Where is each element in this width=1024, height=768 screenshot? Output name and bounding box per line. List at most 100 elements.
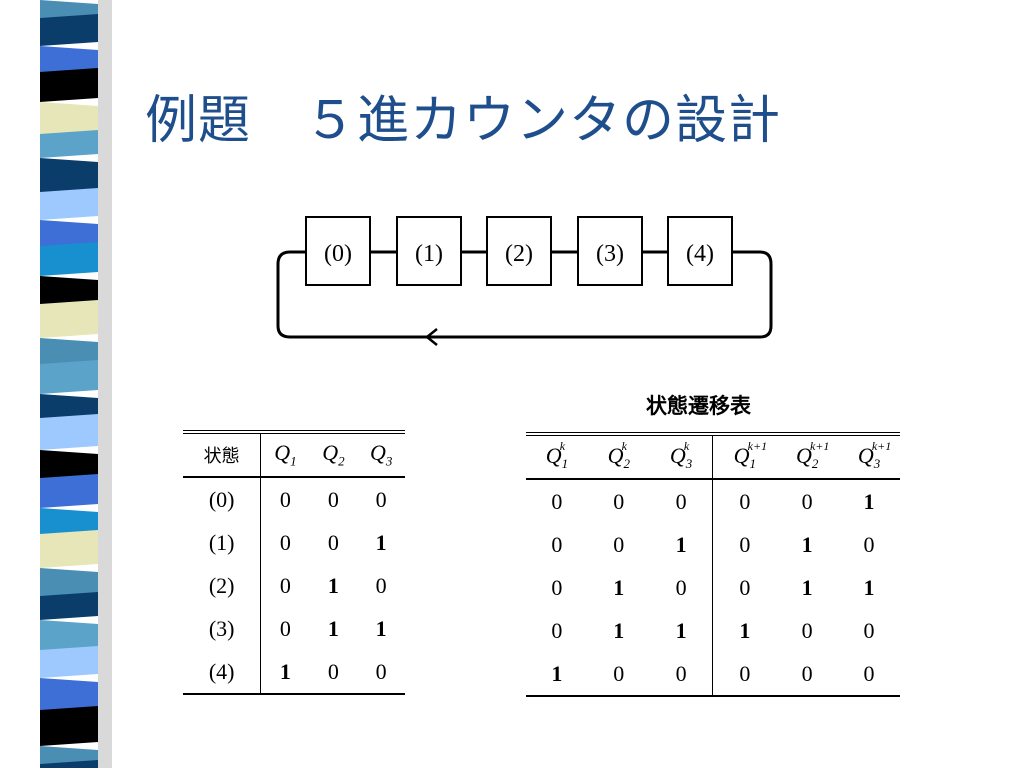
state-box-2: (2) bbox=[486, 216, 552, 286]
svg-text:(2): (2) bbox=[505, 241, 533, 267]
table-cell: 1 bbox=[613, 617, 625, 643]
stripe-segment bbox=[40, 276, 98, 308]
cell-q3: 0 bbox=[375, 572, 387, 598]
table-cell: 0 bbox=[739, 531, 751, 557]
stripe-segment bbox=[40, 338, 98, 368]
decorative-stripe-bar bbox=[40, 0, 112, 768]
table-cell: 1 bbox=[551, 660, 563, 686]
cell-q1: 0 bbox=[279, 615, 291, 641]
stripe-segment bbox=[40, 300, 98, 338]
cell-state: (3) bbox=[183, 607, 262, 650]
svg-text:(0): (0) bbox=[324, 241, 352, 267]
cell-q2: 1 bbox=[327, 572, 339, 598]
state-box-4: (4) bbox=[667, 216, 733, 286]
stripe-segment bbox=[40, 188, 98, 220]
table-cell: 0 bbox=[863, 617, 875, 643]
stripe-segment bbox=[40, 508, 98, 538]
svg-text:(3): (3) bbox=[596, 241, 624, 267]
table-cell: 1 bbox=[649, 609, 714, 652]
table-cell: 1 bbox=[863, 574, 875, 600]
table-cell: 1 bbox=[801, 531, 813, 557]
table-cell: 0 bbox=[863, 531, 875, 557]
stripe-segment bbox=[40, 102, 98, 138]
transition-table-caption: 状態遷移表 bbox=[646, 394, 751, 418]
stripe-shadow bbox=[98, 0, 112, 768]
table-header-row: 状態 Q1 Q2 Q3 bbox=[183, 432, 405, 477]
stripe-segment bbox=[40, 220, 98, 250]
stripe-segment bbox=[40, 130, 98, 158]
cell-q3: 1 bbox=[375, 615, 387, 641]
stripe-segment bbox=[40, 646, 98, 678]
table-cell: 0 bbox=[551, 617, 563, 643]
stripe-segment bbox=[40, 360, 98, 394]
cell-state: (1) bbox=[183, 521, 262, 564]
header-q3: Q3 bbox=[369, 440, 393, 469]
cell-q3: 1 bbox=[375, 529, 387, 555]
header-state: 状態 bbox=[183, 432, 262, 477]
stripe-segment bbox=[40, 158, 98, 196]
cell-state: (4) bbox=[183, 650, 262, 694]
slide-title: 例題 ５進カウンタの設計 bbox=[145, 91, 782, 151]
feedback-loop-line bbox=[276, 250, 773, 339]
table-row: (1) 0 0 1 bbox=[183, 521, 405, 564]
cell-q1: 0 bbox=[279, 572, 291, 598]
svg-text:(4): (4) bbox=[686, 241, 714, 267]
state-box-1: (1) bbox=[396, 216, 462, 286]
stripe-segment bbox=[40, 620, 98, 654]
table-cell: 0 bbox=[551, 574, 563, 600]
table-cell: 0 bbox=[649, 652, 714, 696]
table-cell: 1 bbox=[863, 488, 875, 514]
table-cell: 0 bbox=[613, 660, 625, 686]
stripe-segment bbox=[40, 530, 98, 568]
header-q2: Q2 bbox=[322, 440, 345, 469]
cell-q1: 0 bbox=[279, 529, 291, 555]
cell-state: (0) bbox=[183, 477, 262, 521]
table-cell: 1 bbox=[801, 574, 813, 600]
header-q1: Q1 bbox=[274, 440, 297, 469]
table-cell: 0 bbox=[739, 660, 751, 686]
cell-q2: 0 bbox=[327, 486, 339, 512]
table-cell: 0 bbox=[739, 574, 751, 600]
table-cell: 1 bbox=[649, 523, 714, 566]
state-box-3: (3) bbox=[577, 216, 643, 286]
stripe-segment bbox=[40, 706, 98, 746]
stripe-segment bbox=[40, 414, 98, 450]
table-cell: 0 bbox=[801, 660, 813, 686]
stripe-segment bbox=[40, 46, 98, 76]
cell-q1: 1 bbox=[279, 658, 291, 684]
cell-state: (2) bbox=[183, 564, 262, 607]
table-cell: 0 bbox=[613, 531, 625, 557]
stripe-segment bbox=[40, 760, 98, 768]
table-row: (3) 0 1 1 bbox=[183, 607, 405, 650]
svg-text:(1): (1) bbox=[415, 241, 443, 267]
cell-q1: 0 bbox=[279, 486, 291, 512]
feedback-arrow-head bbox=[424, 328, 438, 346]
table-cell: 0 bbox=[801, 617, 813, 643]
cell-q2: 0 bbox=[327, 529, 339, 555]
state-box-0: (0) bbox=[305, 216, 371, 286]
stripe-segment bbox=[40, 678, 98, 714]
stripe-segment bbox=[40, 450, 98, 482]
table-cell: 0 bbox=[863, 660, 875, 686]
stripe-segment bbox=[40, 474, 98, 508]
cell-q2: 1 bbox=[327, 615, 339, 641]
stripe-segment bbox=[40, 242, 98, 276]
cell-q3: 0 bbox=[375, 658, 387, 684]
stripe-segment bbox=[40, 568, 98, 600]
table-cell: 0 bbox=[551, 531, 563, 557]
